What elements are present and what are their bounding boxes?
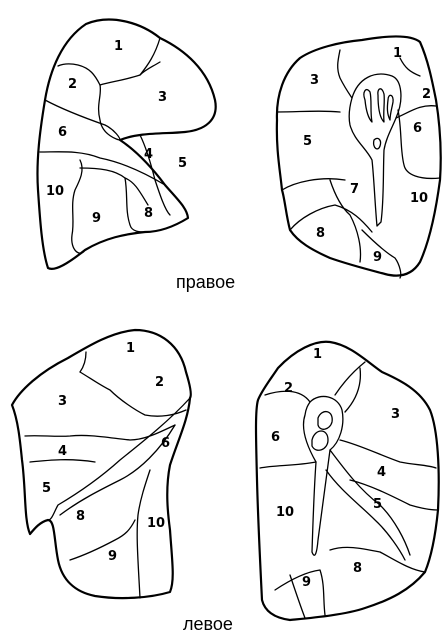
- right-medial-seg-6: 6: [413, 121, 422, 136]
- right-lateral-seg-5: 5: [178, 156, 187, 171]
- left-lateral-seg-4: 4: [58, 444, 67, 459]
- right-lung-medial: 1 2 3 5 6 7 8 9 10: [277, 37, 441, 279]
- right-lateral-seg-6: 6: [58, 125, 67, 140]
- right-lateral-seg-1: 1: [114, 39, 123, 54]
- right-medial-seg-3: 3: [310, 73, 319, 88]
- right-medial-seg-1: 1: [393, 46, 402, 61]
- right-medial-seg-7: 7: [350, 182, 359, 197]
- left-lung-lateral: 1 2 3 4 5 6 8 9 10: [12, 330, 191, 598]
- left-lateral-seg-8: 8: [76, 509, 85, 524]
- left-medial-seg-10: 10: [276, 505, 294, 520]
- left-medial-seg-2: 2: [284, 381, 293, 396]
- left-medial-seg-5: 5: [373, 497, 382, 512]
- right-lateral-outline: [37, 20, 215, 269]
- left-lung-caption: левое: [183, 614, 233, 634]
- left-lateral-seg-3: 3: [58, 394, 67, 409]
- left-lateral-seg-10: 10: [147, 516, 165, 531]
- left-medial-seg-6: 6: [271, 430, 280, 445]
- left-lateral-outline: [12, 330, 191, 598]
- right-medial-seg-5: 5: [303, 134, 312, 149]
- right-medial-seg-10: 10: [410, 191, 428, 206]
- right-lateral-seg-4: 4: [144, 147, 153, 162]
- left-lateral-seg-5: 5: [42, 481, 51, 496]
- left-medial-hilum: [303, 396, 342, 555]
- left-lateral-seg-2: 2: [155, 375, 164, 390]
- left-medial-seg-1: 1: [313, 347, 322, 362]
- right-lateral-seg-8: 8: [144, 206, 153, 221]
- right-lateral-seg-9: 9: [92, 211, 101, 226]
- right-lateral-seg-2: 2: [68, 77, 77, 92]
- left-lateral-seg-9: 9: [108, 549, 117, 564]
- right-medial-seg-8: 8: [316, 226, 325, 241]
- left-lateral-seg-1: 1: [126, 341, 135, 356]
- right-lateral-seg-3: 3: [158, 90, 167, 105]
- right-lung-lateral: 1 2 3 4 5 6 8 9 10: [37, 20, 215, 269]
- left-medial-seg-3: 3: [391, 407, 400, 422]
- left-medial-seg-8: 8: [353, 561, 362, 576]
- left-medial-seg-9: 9: [302, 575, 311, 590]
- right-medial-seg-2: 2: [422, 87, 431, 102]
- left-lateral-seg-6: 6: [161, 436, 170, 451]
- left-medial-seg-4: 4: [377, 465, 386, 480]
- right-lung-caption: правое: [176, 272, 235, 292]
- left-lung-medial: 1 2 3 4 5 6 8 9 10: [256, 342, 439, 620]
- right-medial-seg-9: 9: [373, 250, 382, 265]
- right-lateral-seg-10: 10: [46, 184, 64, 199]
